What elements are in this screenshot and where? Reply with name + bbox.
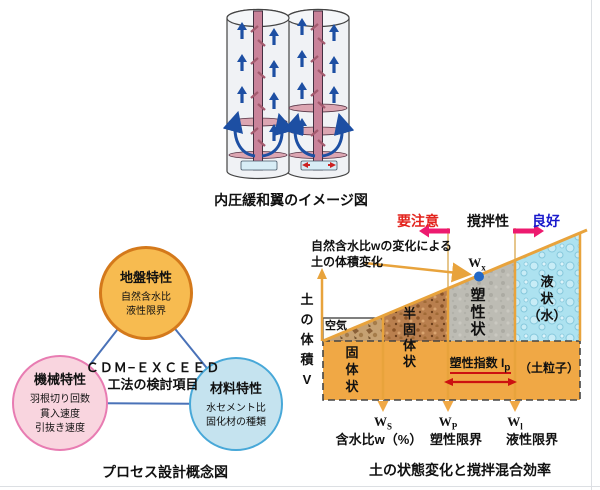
ws-symbol: W: [373, 414, 387, 429]
air-region: [323, 318, 378, 341]
wx-sub: x: [481, 262, 486, 273]
solid-region-texture: [323, 315, 383, 341]
drill-caption: 内圧緩和翼のイメージ図: [214, 192, 368, 208]
wp-tick: [442, 401, 454, 412]
plasticity-index-label: 塑性指数 Ip: [445, 354, 515, 373]
process-diagram-caption: プロセス設計概念図: [102, 464, 228, 480]
soil-diagram-caption: 土の状態変化と撹拌混合効率: [369, 462, 551, 478]
soil-particle-band: [323, 341, 580, 400]
ip-arrowhead-right: [508, 378, 517, 386]
wp-label: WP: [436, 414, 460, 432]
ip-sub: p: [504, 362, 511, 374]
y-axis-arrowhead: [317, 268, 327, 279]
page-edge-right: [591, 0, 592, 490]
wl-symbol: W: [507, 414, 521, 429]
ws-label: WS: [371, 414, 395, 432]
ip-text: 塑性指数 I: [449, 356, 505, 370]
circulation-arrows: [222, 110, 355, 158]
y-axis-label: 土 の 体 積 V: [300, 292, 314, 387]
ws-sub: S: [386, 421, 392, 432]
wl-tick: [509, 401, 521, 412]
soil-state-graphic: [317, 224, 588, 412]
circle-details: 羽根切り回数 貫入速度 引抜き速度: [30, 394, 90, 435]
volume-change-annotation: 自然含水比wの変化による 土の体積変化: [311, 239, 452, 270]
plastic-state-label: 塑 性 状: [470, 287, 486, 338]
wl-sub: l: [520, 421, 523, 432]
wx-label: Wx: [465, 255, 489, 273]
ws-tick: [377, 401, 389, 412]
circle-details: 水セメント比 固化材の種類: [206, 402, 266, 429]
ip-arrowhead-left: [444, 378, 453, 386]
wx-point: [474, 271, 484, 282]
good-arrow: [513, 224, 544, 238]
liquid-state-label: 液 状 （水）: [527, 274, 567, 323]
semisolid-state-label: 半 固 体 状: [402, 306, 416, 369]
liquid-region-texture: [515, 233, 580, 341]
circle-title: 地盤特性: [119, 269, 172, 285]
semisolid-region-texture: [383, 288, 448, 341]
air-label: 空気: [325, 320, 347, 332]
drill-illustration: [218, 4, 358, 188]
circle-title: 機械特性: [33, 372, 86, 388]
annotation-arrow: [364, 261, 472, 283]
machine-characteristics-circle: 機械特性 羽根切り回数 貫入速度 引抜き速度: [12, 355, 108, 451]
soil-particle-band-border: [322, 340, 581, 401]
wx-symbol: W: [468, 255, 482, 270]
water-content-axis-label: 含水比w（%）: [335, 432, 423, 447]
material-characteristics-circle: 材料特性 水セメント比 固化材の種類: [189, 357, 283, 451]
method-subtitle: 工法の検討項目: [107, 377, 199, 392]
good-label: 良好: [532, 213, 560, 229]
liquid-limit-label: 液性限界: [505, 432, 558, 447]
method-name: ＣＤＭ−ＥＸＣＥＥＤ: [85, 360, 221, 375]
caution-label: 要注意: [397, 213, 439, 229]
page-edge-bottom: [0, 486, 600, 487]
soil-particles-label: （土粒子）: [518, 361, 579, 375]
wp-sub: P: [451, 421, 458, 432]
ground-characteristics-circle: 地盤特性 自然含水比 液性限界: [99, 246, 193, 340]
mixability-label: 撹拌性: [467, 213, 509, 229]
wl-label: Wl: [503, 414, 527, 432]
wp-symbol: W: [438, 414, 452, 429]
plastic-limit-label: 塑性限界: [429, 432, 482, 447]
caution-arrow: [419, 224, 450, 238]
process-design-diagram: 地盤特性 自然含水比 液性限界 機械特性 羽根切り回数 貫入速度 引抜き速度 材…: [5, 240, 295, 485]
circle-details: 自然含水比 液性限界: [121, 291, 171, 318]
drill-columns-graphic: [222, 8, 355, 180]
pressure-relief-wings: [240, 160, 338, 171]
circle-title: 材料特性: [209, 380, 262, 396]
solid-state-label: 固 体 状: [345, 345, 359, 394]
volume-diagonal: [322, 228, 588, 343]
plastic-region-texture: [448, 260, 515, 341]
soil-state-diagram: 要注意 撹拌性 良好 自然含水比wの変化による 土の体積変化 土 の 体 積 V…: [295, 207, 595, 488]
region-dividers: [381, 233, 582, 400]
